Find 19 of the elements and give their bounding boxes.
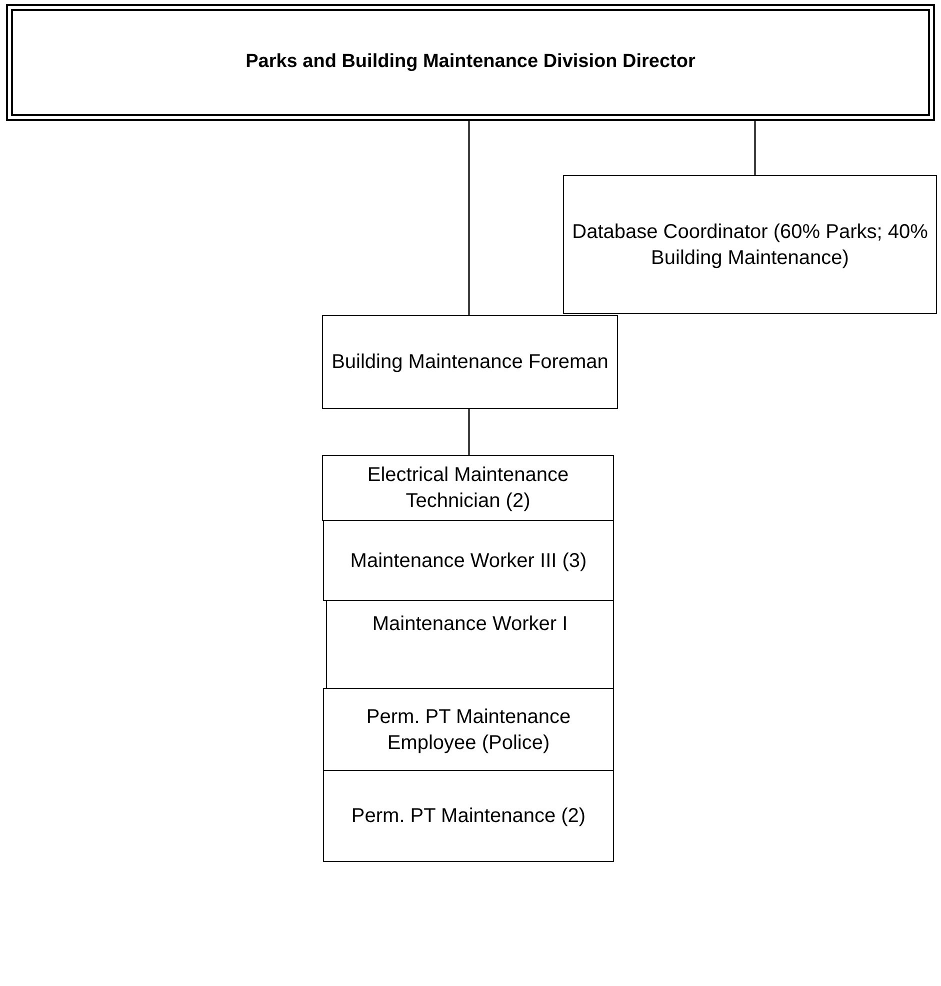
position-title: Electrical Maintenance Technician (2) [366, 463, 570, 514]
connector-line [468, 409, 470, 455]
position-box [323, 520, 614, 601]
position-title: Maintenance Worker I [372, 612, 568, 637]
position-box [323, 688, 614, 771]
position-title: Perm. PT Maintenance Employee (Police) [365, 704, 572, 756]
title-box [6, 4, 935, 121]
position-box [322, 315, 618, 409]
position-box [322, 455, 614, 521]
connector-line [754, 121, 756, 175]
position-title: Perm. PT Maintenance (2) [351, 804, 586, 829]
division-title: Parks and Building Maintenance Division Director [246, 50, 696, 74]
position-box [323, 770, 614, 862]
position-title: Database Coordinator (60% Parks; 40% Building Maintenance) [571, 220, 929, 270]
position-title: Maintenance Worker III (3) [350, 548, 587, 574]
position-title: Building Maintenance Foreman [332, 350, 608, 375]
position-box [563, 175, 937, 314]
position-box [326, 600, 614, 689]
connector-line [468, 121, 470, 315]
